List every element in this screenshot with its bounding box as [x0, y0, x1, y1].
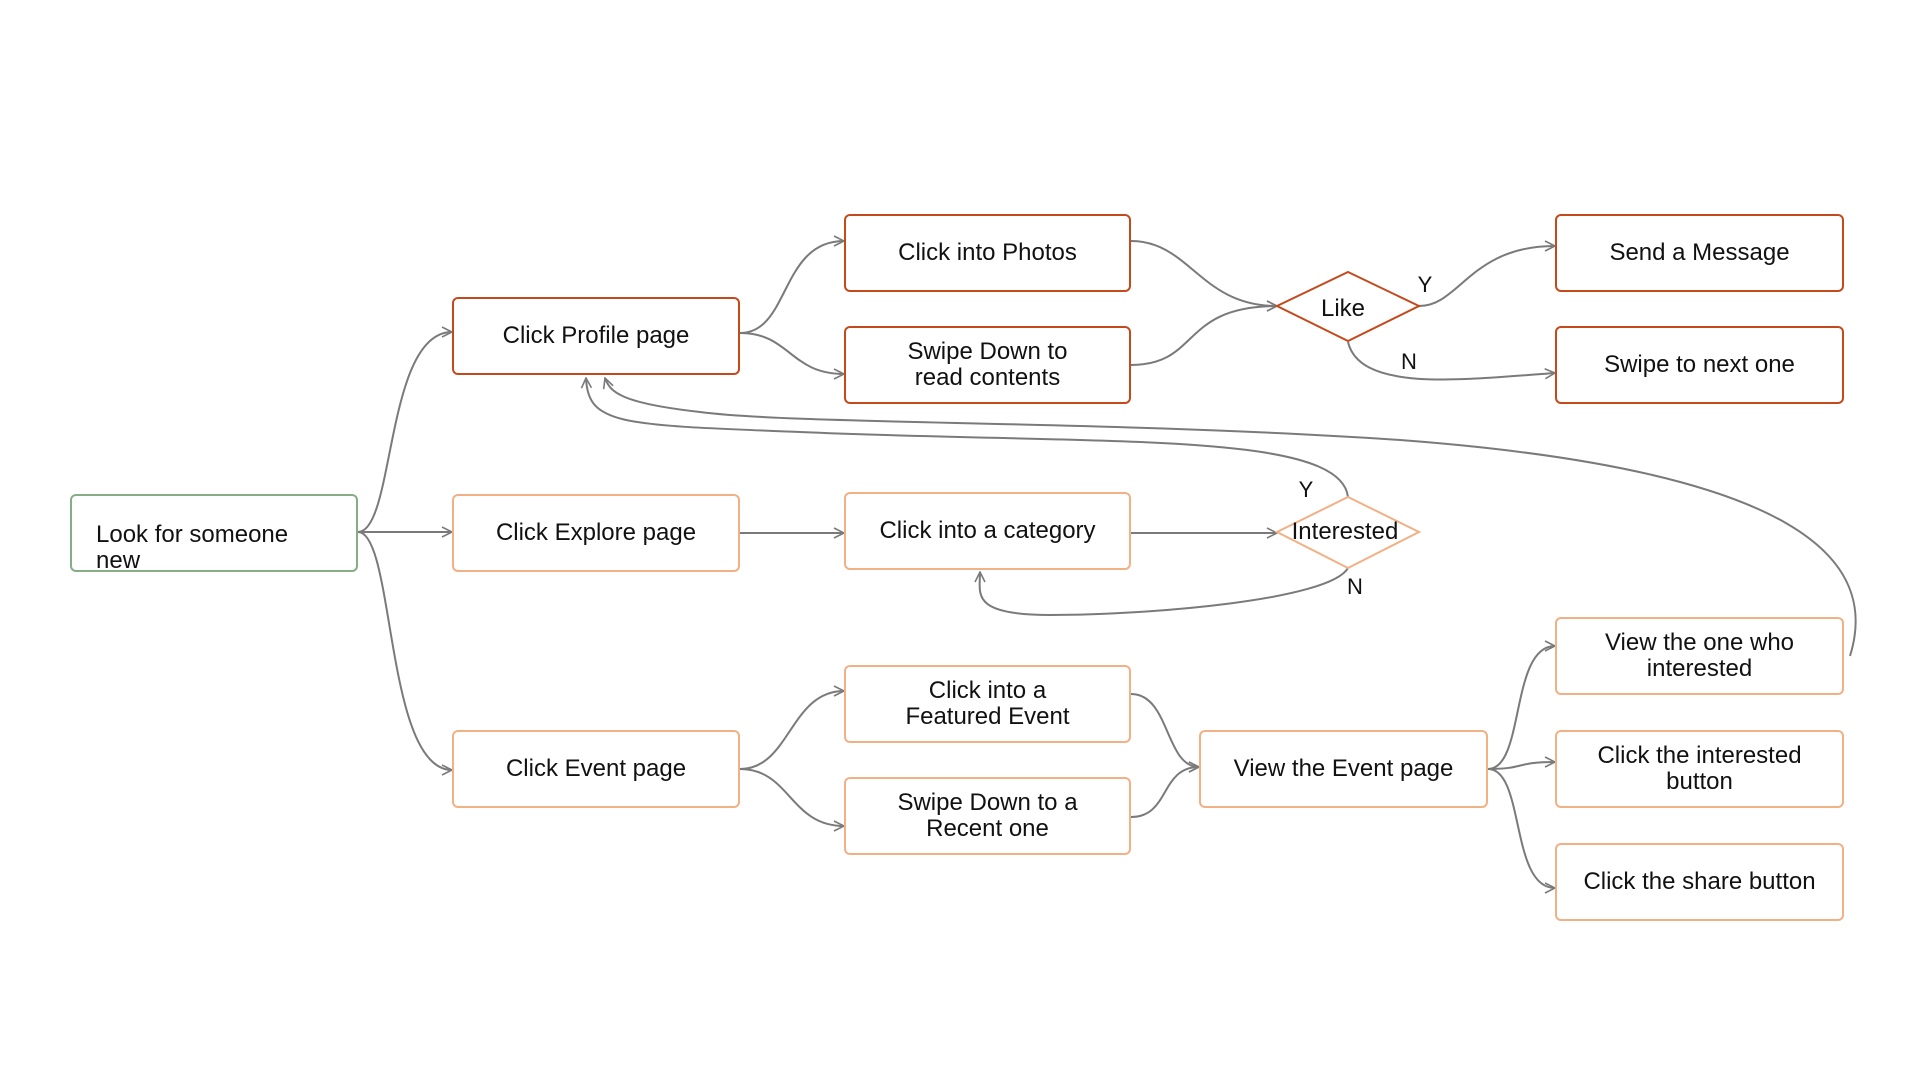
node-swipe-down-read-contents[interactable]: Swipe Down to read contents [844, 326, 1131, 404]
node-click-profile-page[interactable]: Click Profile page [452, 297, 740, 375]
edge-interested-no-category [980, 567, 1349, 617]
node-swipe-next-one-label: Swipe to next one [1604, 350, 1795, 378]
edge-start-event [357, 531, 452, 770]
node-swipe-next-one[interactable]: Swipe to next one [1555, 326, 1844, 404]
node-click-featured-event-label: Click into a Featured Event [905, 676, 1070, 730]
edge-recent-view [1130, 767, 1199, 818]
edge-view-interested-button [1487, 762, 1555, 770]
edge-event-recent [739, 768, 844, 826]
edge-view-share [1487, 768, 1555, 888]
edge-label-like-no: N [1401, 349, 1417, 374]
node-view-one-who-interested[interactable]: View the one who interested [1555, 617, 1844, 695]
edge-swipe-like [1130, 306, 1277, 366]
node-click-explore-page[interactable]: Click Explore page [452, 494, 740, 572]
node-click-featured-event[interactable]: Click into a Featured Event [844, 665, 1131, 743]
node-send-message[interactable]: Send a Message [1555, 214, 1844, 292]
node-click-event-page-label: Click Event page [505, 754, 687, 782]
node-swipe-down-recent-label: Swipe Down to a Recent one [897, 788, 1078, 842]
node-view-event-page-label: View the Event page [1233, 754, 1454, 782]
edge-interested-yes-profile [586, 378, 1349, 498]
edge-profile-swipe [739, 332, 844, 374]
edge-event-featured [739, 691, 844, 770]
node-click-into-category-label: Click into a category [879, 516, 1096, 544]
edge-label-interested-no: N [1347, 574, 1363, 599]
decision-interested-label: Interested [1291, 518, 1399, 545]
node-view-event-page[interactable]: View the Event page [1199, 730, 1488, 808]
node-send-message-label: Send a Message [1609, 238, 1790, 266]
node-swipe-down-read-contents-label: Swipe Down to read contents [907, 337, 1068, 391]
node-click-explore-page-label: Click Explore page [495, 518, 697, 546]
edge-label-interested-yes: Y [1298, 477, 1314, 502]
edge-profile-photos [739, 241, 844, 334]
node-click-profile-page-label: Click Profile page [502, 321, 690, 349]
decision-like-diamond [1274, 270, 1422, 343]
edge-view-interested-profile [605, 378, 1857, 657]
decision-like-label: Like [1320, 295, 1366, 322]
edge-view-interested [1487, 646, 1555, 770]
edge-featured-view [1130, 693, 1199, 767]
edge-start-profile [357, 332, 452, 533]
node-click-into-photos[interactable]: Click into Photos [844, 214, 1131, 292]
edge-like-next [1347, 341, 1555, 381]
node-view-one-who-interested-label: View the one who interested [1604, 628, 1795, 682]
node-click-interested-button[interactable]: Click the interested button [1555, 730, 1844, 808]
node-click-interested-button-label: Click the interested button [1597, 741, 1802, 795]
node-click-into-category[interactable]: Click into a category [844, 492, 1131, 570]
node-click-into-photos-label: Click into Photos [898, 238, 1077, 266]
node-start-label: Look for someone new [96, 521, 289, 575]
decision-interested-diamond [1274, 495, 1422, 570]
node-click-share-button[interactable]: Click the share button [1555, 843, 1844, 921]
edge-label-like-yes: Y [1417, 272, 1433, 297]
node-start[interactable]: Look for someone new [70, 494, 358, 575]
node-click-share-button-label: Click the share button [1583, 867, 1816, 895]
node-swipe-down-recent[interactable]: Swipe Down to a Recent one [844, 777, 1131, 855]
edge-like-send [1418, 246, 1555, 307]
edge-photos-like [1130, 240, 1277, 306]
node-click-event-page[interactable]: Click Event page [452, 730, 740, 808]
